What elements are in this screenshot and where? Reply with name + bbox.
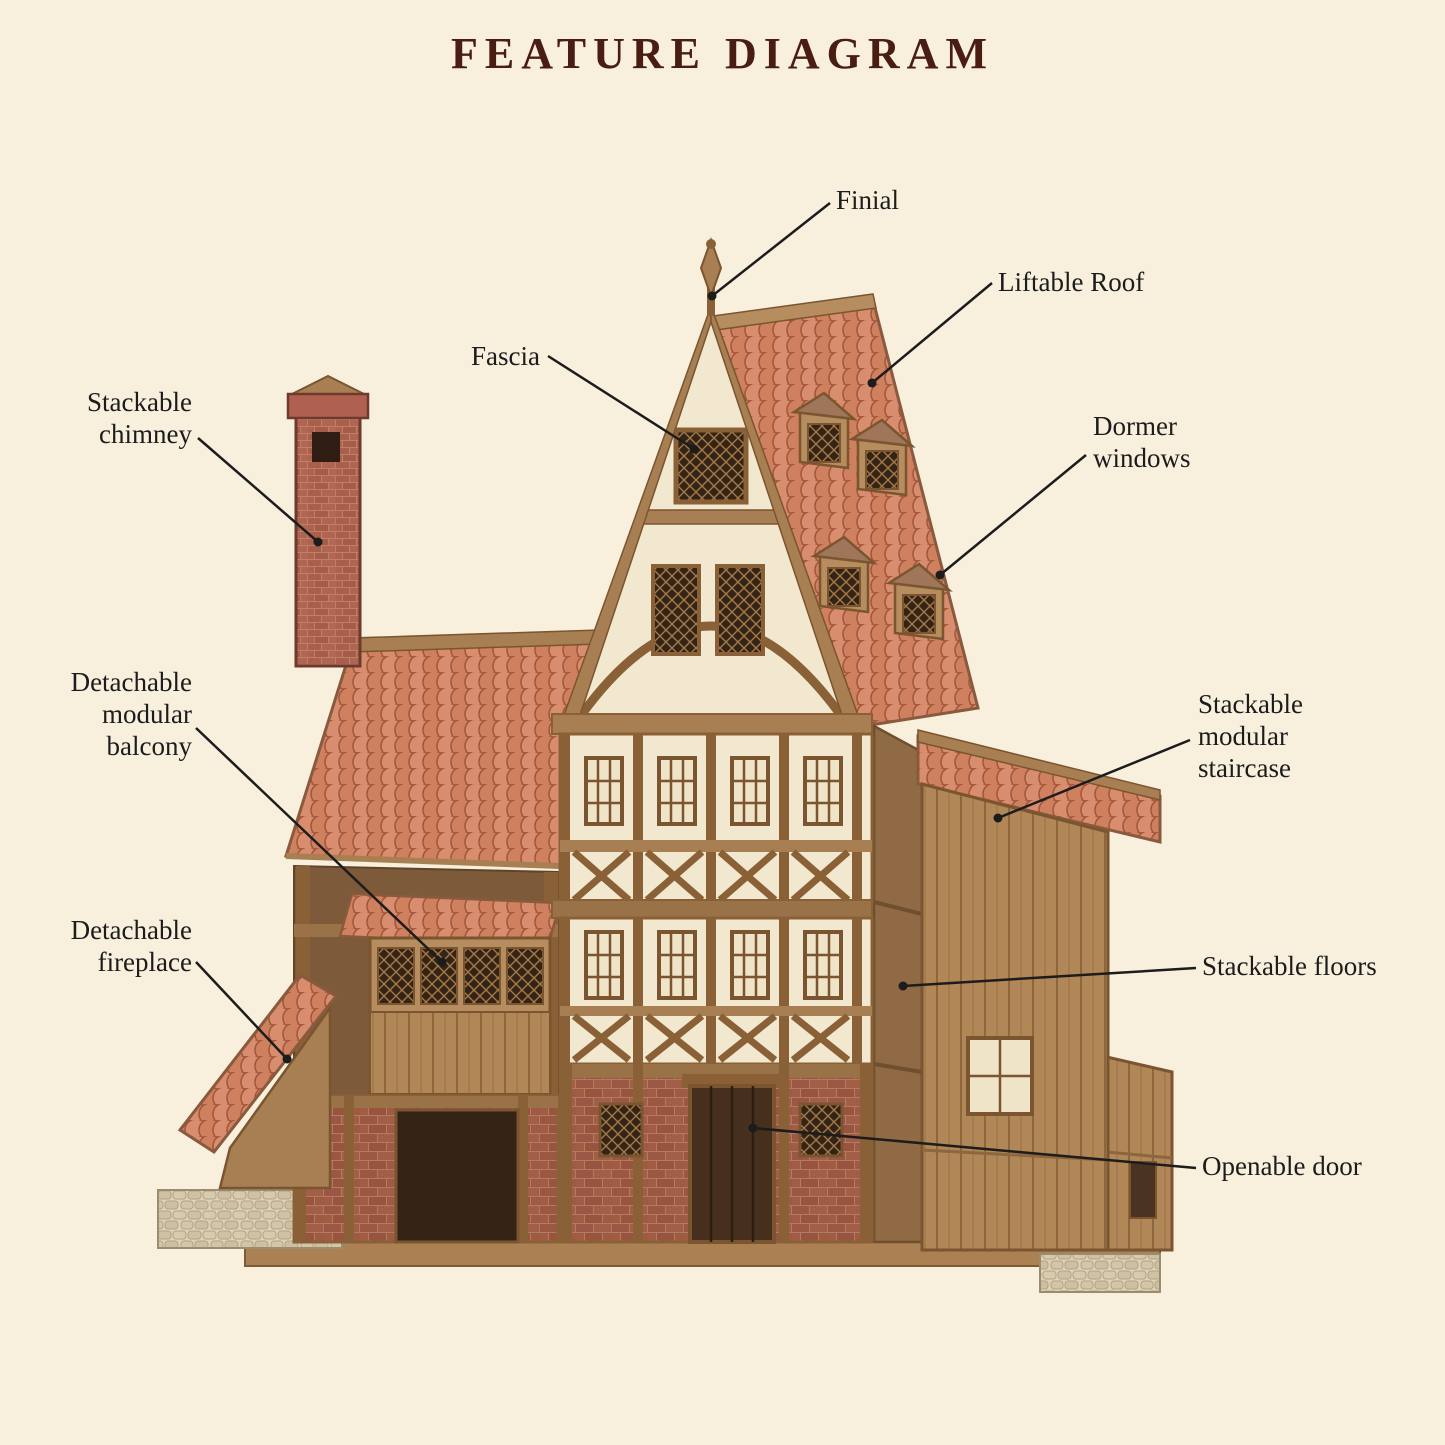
label-staircase-line2: modular bbox=[1198, 721, 1288, 751]
label-detachable-fireplace: Detachable fireplace bbox=[71, 914, 192, 978]
balcony-module bbox=[368, 936, 552, 1096]
label-detachable-modular-balcony: Detachable modular balcony bbox=[71, 666, 192, 762]
label-finial: Finial bbox=[836, 184, 899, 216]
dormer-window-4 bbox=[885, 562, 953, 641]
middle-storey bbox=[558, 916, 874, 1066]
label-balcony-line2: modular bbox=[102, 699, 192, 729]
fascia-lattice-vent bbox=[673, 427, 749, 505]
staircase-module bbox=[916, 729, 1162, 1252]
stackable-floors-wall bbox=[872, 723, 924, 1244]
label-fireplace-line1: Detachable bbox=[70, 915, 192, 945]
label-openable-door: Openable door bbox=[1202, 1150, 1362, 1182]
label-liftable-roof-text: Liftable Roof bbox=[998, 267, 1145, 297]
label-openable-door-text: Openable door bbox=[1202, 1151, 1362, 1181]
label-stackable-chimney-line1: Stackable bbox=[87, 387, 192, 417]
dormer-window-2 bbox=[848, 418, 916, 497]
left-wing bbox=[283, 629, 602, 1244]
label-stackable-floors-text: Stackable floors bbox=[1202, 951, 1377, 981]
label-staircase-line3: staircase bbox=[1198, 753, 1291, 783]
leader-lines bbox=[195, 202, 1197, 1170]
label-dormer-windows-line1: Dormer bbox=[1093, 411, 1177, 441]
leader-dots bbox=[282, 291, 1003, 1133]
label-stackable-modular-staircase: Stackable modular staircase bbox=[1198, 688, 1303, 784]
label-fascia: Fascia bbox=[471, 340, 540, 372]
liftable-roof-part bbox=[711, 293, 980, 735]
openable-door-part bbox=[682, 1074, 782, 1244]
label-stackable-floors: Stackable floors bbox=[1202, 950, 1377, 982]
label-dormer-windows-line2: windows bbox=[1093, 443, 1191, 473]
finial-part bbox=[699, 237, 723, 316]
label-fascia-text: Fascia bbox=[471, 341, 540, 371]
label-fireplace-line2: fireplace bbox=[97, 947, 192, 977]
page-title: FEATURE DIAGRAM bbox=[451, 29, 994, 78]
fireplace-part bbox=[177, 973, 339, 1190]
dormer-window-1 bbox=[790, 391, 858, 470]
label-liftable-roof: Liftable Roof bbox=[998, 266, 1144, 298]
ground-storey bbox=[558, 1062, 874, 1244]
label-finial-text: Finial bbox=[836, 185, 900, 215]
chimney-part bbox=[286, 374, 370, 668]
label-dormer-windows: Dormer windows bbox=[1093, 410, 1191, 474]
label-stackable-chimney-line2: chimney bbox=[99, 419, 192, 449]
central-building bbox=[551, 237, 924, 1244]
label-staircase-line1: Stackable bbox=[1198, 689, 1303, 719]
label-balcony-line1: Detachable bbox=[70, 667, 192, 697]
left-lower-facade bbox=[292, 1094, 560, 1244]
upper-storey bbox=[558, 732, 874, 904]
dormer-window-3 bbox=[810, 535, 878, 614]
label-balcony-line3: balcony bbox=[106, 731, 192, 761]
label-stackable-chimney: Stackable chimney bbox=[87, 386, 192, 450]
